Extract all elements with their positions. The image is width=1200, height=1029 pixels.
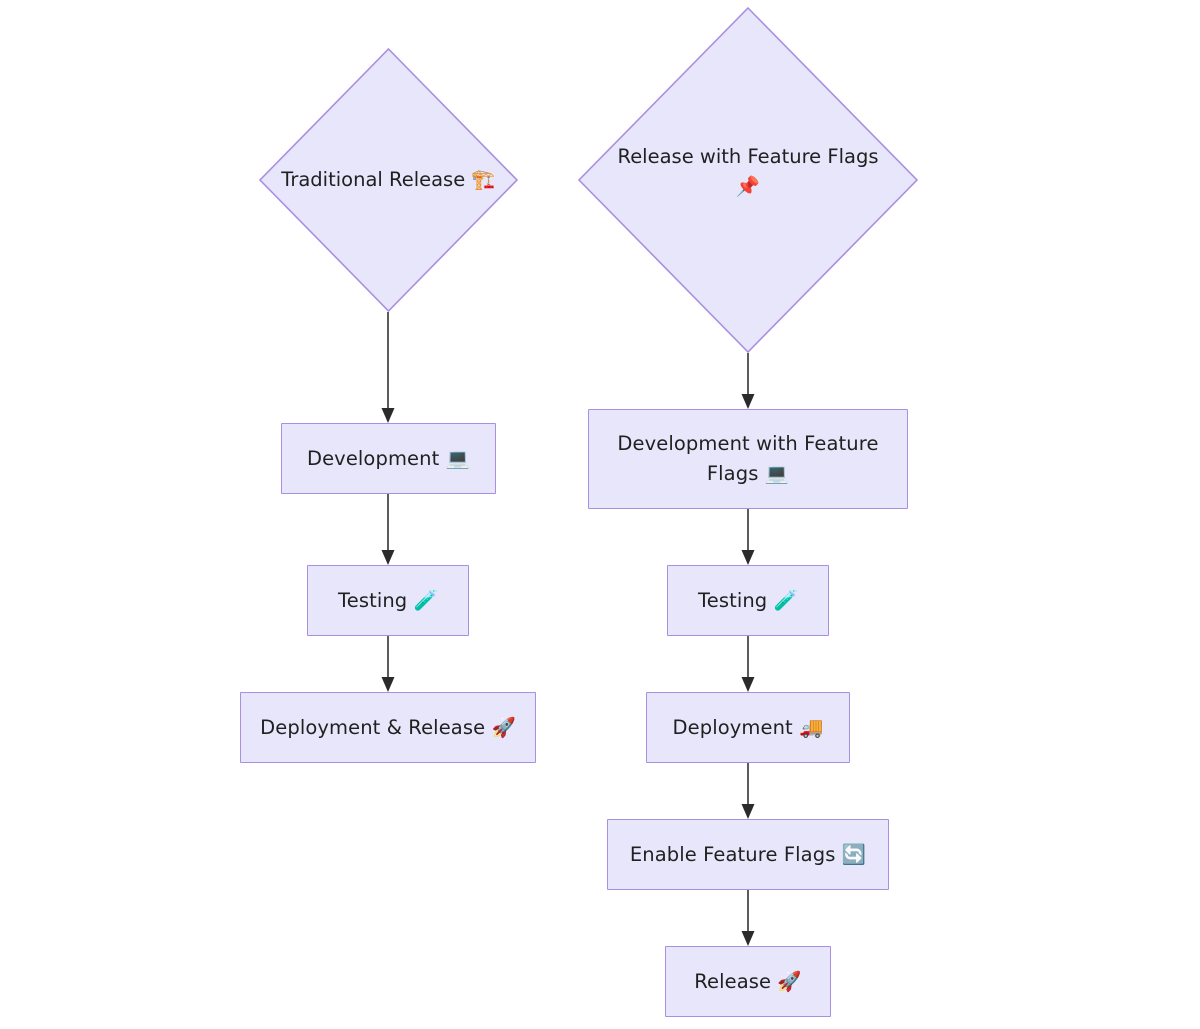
edge-development-to-testing: [381, 494, 395, 565]
node-development[interactable]: Development 💻: [281, 423, 496, 494]
node-label-enable-feature-flags: Enable Feature Flags 🔄: [629, 842, 867, 866]
diamond-shape: [259, 48, 518, 312]
edge-development-with-flags-to-testing: [741, 509, 755, 565]
node-label-traditional-release: Traditional Release 🏗️: [281, 168, 496, 191]
node-traditional-release[interactable]: Traditional Release 🏗️: [259, 48, 518, 312]
edge-deployment-to-enable-feature-flags: [741, 763, 755, 819]
node-label-deployment: Deployment 🚚: [672, 715, 824, 739]
node-deployment[interactable]: Deployment 🚚: [646, 692, 850, 763]
node-label-release-with-feature-flags: Release with Feature Flags 📌: [617, 145, 879, 198]
diamond-shape: [578, 7, 918, 353]
node-enable-feature-flags[interactable]: Enable Feature Flags 🔄: [607, 819, 889, 890]
node-development-with-feature-flags[interactable]: Development with Feature Flags 💻: [588, 409, 908, 509]
edge-traditional-release-to-development: [381, 312, 395, 423]
node-deployment-and-release[interactable]: Deployment & Release 🚀: [240, 692, 536, 763]
edge-release-with-feature-flags-to-development: [741, 353, 755, 409]
edge-enable-feature-flags-to-release: [741, 890, 755, 946]
edge-testing-to-deployment-and-release: [381, 636, 395, 692]
node-release[interactable]: Release 🚀: [665, 946, 831, 1017]
edge-testing-to-deployment: [741, 636, 755, 692]
node-release-with-feature-flags[interactable]: Release with Feature Flags 📌: [578, 7, 918, 353]
node-label-testing-feature-flags: Testing 🧪: [698, 588, 798, 612]
node-label-development: Development 💻: [306, 446, 471, 470]
node-testing-feature-flags[interactable]: Testing 🧪: [667, 565, 829, 636]
node-label-development-with-feature-flags: Development with Feature Flags 💻: [617, 432, 879, 485]
node-label-release: Release 🚀: [694, 969, 802, 993]
node-label-deployment-and-release: Deployment & Release 🚀: [260, 715, 516, 739]
node-label-testing-traditional: Testing 🧪: [338, 588, 438, 612]
node-testing-traditional[interactable]: Testing 🧪: [307, 565, 469, 636]
